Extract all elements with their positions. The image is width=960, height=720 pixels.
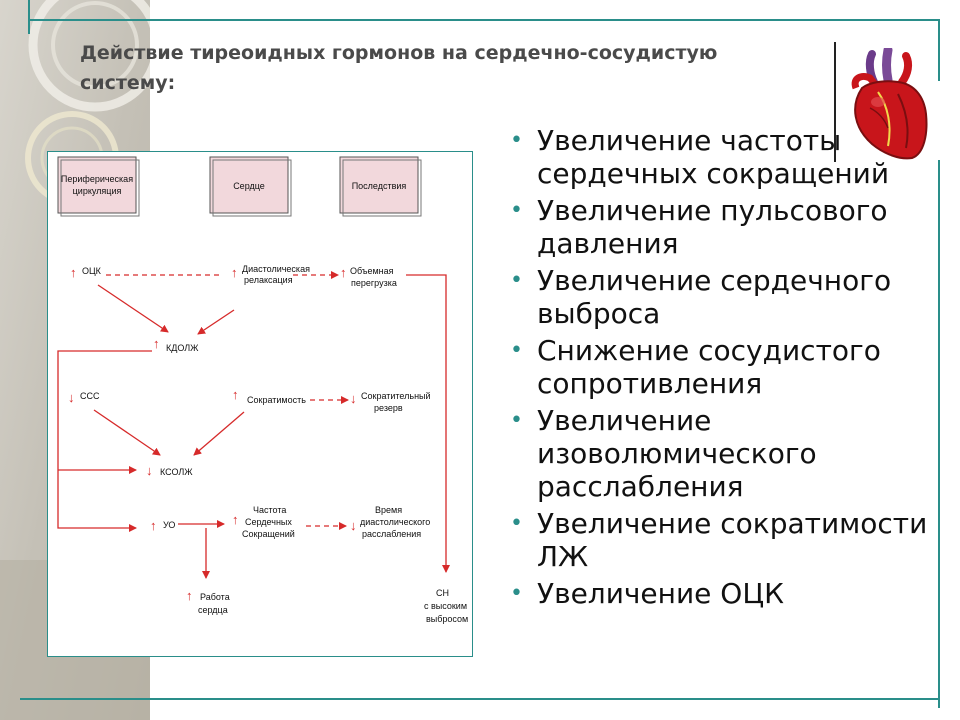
flow-diagram-svg: Периферическая циркуляция Сердце Последс… — [57, 156, 468, 624]
up-arrow-mark: ↑ — [70, 265, 77, 280]
bullet-text: Увеличение пульсового давления — [537, 194, 888, 260]
node-hr-line2: Сердечных — [245, 517, 292, 527]
down-arrow-mark: ↓ — [68, 390, 75, 405]
up-arrow-mark: ↑ — [231, 265, 238, 280]
up-arrow-mark: ↑ — [232, 387, 239, 402]
header-box-peripheral — [57, 156, 137, 214]
bullet-text: Увеличение сердечного выброса — [537, 264, 892, 330]
header-box-shadow — [342, 159, 422, 217]
bullet-item: • Снижение сосудистого сопротивления — [510, 334, 940, 400]
node-uo: УО — [163, 520, 175, 530]
node-hr-line3: Сокращений — [242, 529, 295, 539]
bullet-text: Увеличение ОЦК — [537, 577, 784, 610]
bullet-dot-icon: • — [510, 268, 523, 293]
header-box-consequences — [339, 156, 419, 214]
bullet-dot-icon: • — [510, 198, 523, 223]
up-arrow-mark: ↑ — [150, 518, 157, 533]
node-hr-line1: Частота — [253, 505, 286, 515]
bullet-dot-icon: • — [510, 511, 523, 536]
bullet-dot-icon: • — [510, 128, 523, 153]
frame-bottom-line — [20, 698, 940, 700]
down-arrow-mark: ↓ — [350, 391, 357, 406]
node-overload-line2: перегрузка — [351, 278, 397, 288]
frame-top-line — [28, 19, 940, 21]
bullet-dot-icon: • — [510, 581, 523, 606]
header-box-shadow — [212, 159, 292, 217]
frame-left-line — [28, 0, 30, 34]
bullet-text: Увеличение сократимости ЛЖ — [537, 507, 928, 573]
arrow-sss-ksolzh — [93, 409, 161, 456]
bullet-dot-icon: • — [510, 408, 523, 433]
node-diastole-time-line1: Время — [375, 505, 402, 515]
divider-line — [834, 42, 836, 162]
node-diastolic-line2: релаксация — [244, 275, 293, 285]
node-cn-line3: выбросом — [426, 614, 468, 624]
down-arrow-mark: ↓ — [350, 518, 357, 533]
up-arrow-mark: ↑ — [153, 336, 160, 351]
bullet-item: • Увеличение сердечного выброса — [510, 264, 940, 330]
node-heart-work-line1: Работа — [200, 592, 230, 602]
arrow-otsk-kdolzh — [97, 284, 169, 333]
node-contractility: Сократимость — [247, 395, 306, 405]
bullet-text: Увеличение изоволюмического расслабления — [537, 404, 817, 503]
header-peripheral-line1: Периферическая — [61, 174, 133, 184]
node-diastole-time-line3: расслабления — [362, 529, 421, 539]
bullet-item: • Увеличение ОЦК — [510, 577, 940, 610]
node-cn-line2: с высоким — [424, 601, 467, 611]
up-arrow-mark: ↑ — [340, 265, 347, 280]
node-diastolic-line1: Диастолическая — [242, 264, 310, 274]
up-arrow-mark: ↑ — [232, 512, 239, 527]
header-box-heart — [209, 156, 289, 214]
frame-right-line — [938, 19, 940, 81]
arrow-contractility-ksolzh — [193, 411, 245, 456]
bullet-list: • Увеличение частоты сердечных сокращений… — [510, 124, 940, 614]
frame-right-line-lower — [938, 160, 940, 708]
node-sss: ССС — [80, 391, 100, 401]
node-overload-line1: Объемная — [350, 266, 394, 276]
node-kdolzh: КДОЛЖ — [166, 343, 199, 353]
arrow-to-cn — [406, 274, 450, 573]
node-otsk: ОЦК — [82, 266, 102, 276]
node-ksolzh: КСОЛЖ — [160, 467, 193, 477]
arrow-diastolic-kdolzh — [197, 309, 235, 335]
arrow-kdolzh-uo — [57, 350, 152, 532]
bullet-item: • Увеличение сократимости ЛЖ — [510, 507, 940, 573]
bullet-text: Снижение сосудистого сопротивления — [537, 334, 881, 400]
node-heart-work-line2: сердца — [198, 605, 228, 615]
bullet-text: Увеличение частоты сердечных сокращений — [537, 124, 890, 190]
node-diastole-time-line2: диастолического — [360, 517, 430, 527]
bullet-item: • Увеличение пульсового давления — [510, 194, 940, 260]
title-line-2: систему: — [80, 72, 176, 94]
node-reserve-line1: Сократительный — [361, 391, 431, 401]
header-consequences-label: Последствия — [352, 181, 407, 191]
flow-diagram: Периферическая циркуляция Сердце Последс… — [47, 151, 473, 657]
bullet-item: • Увеличение изоволюмического расслаблени… — [510, 404, 940, 503]
header-peripheral-line2: циркуляция — [73, 186, 122, 196]
heart-icon — [851, 48, 928, 160]
bullet-dot-icon: • — [510, 338, 523, 363]
page-title: Действие тиреоидных гормонов на сердечно… — [80, 38, 880, 98]
up-arrow-mark: ↑ — [186, 588, 193, 603]
down-arrow-mark: ↓ — [146, 463, 153, 478]
title-line-1: Действие тиреоидных гормонов на сердечно… — [80, 42, 718, 64]
bullet-item: • Увеличение частоты сердечных сокращений — [510, 124, 940, 190]
header-heart-label: Сердце — [233, 181, 265, 191]
header-box-shadow — [60, 159, 140, 217]
node-reserve-line2: резерв — [374, 403, 403, 413]
node-cn-line1: СН — [436, 588, 449, 598]
